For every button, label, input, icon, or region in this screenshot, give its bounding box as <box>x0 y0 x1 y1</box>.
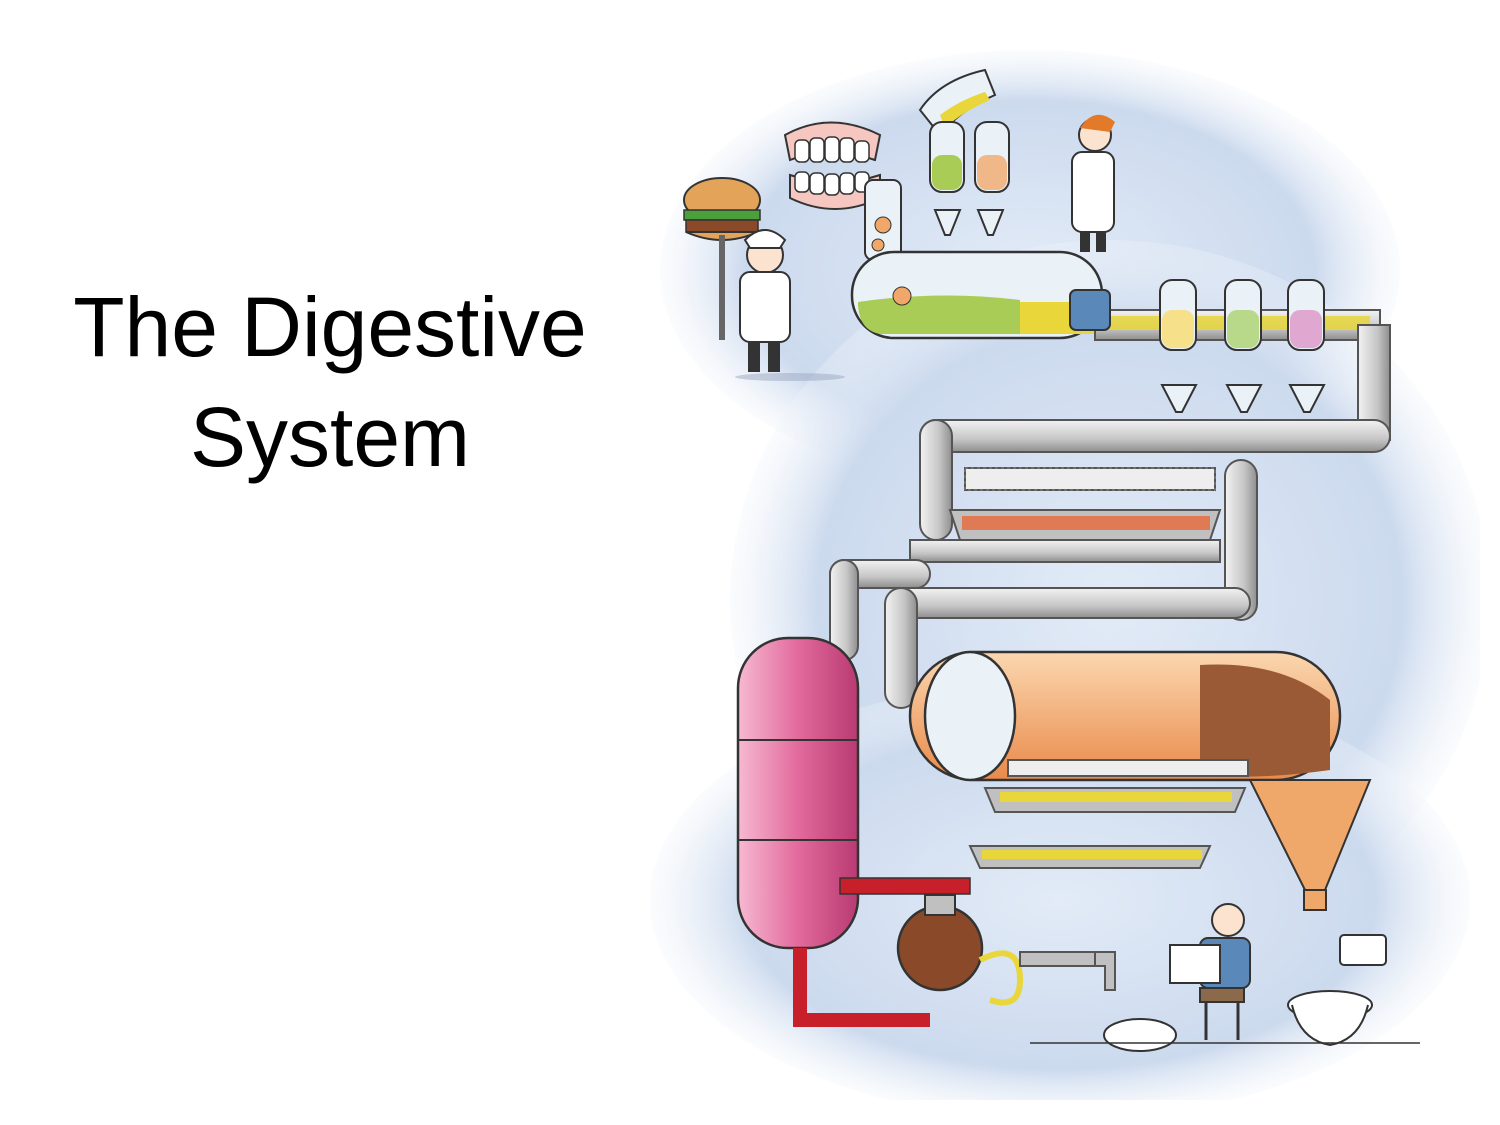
pink-tank <box>736 636 860 950</box>
title-line-2: System <box>189 390 471 484</box>
pipe-to-tank <box>829 559 931 661</box>
red-pipes <box>793 877 971 1027</box>
small-intestine-pipes <box>884 419 1391 709</box>
absorption-trays <box>968 759 1249 869</box>
enzyme-bottles <box>1159 279 1326 413</box>
gastric-flasks <box>929 121 1010 236</box>
toilet-icon <box>1030 934 1420 1047</box>
faucet-icon <box>1019 951 1116 991</box>
chef-figure-icon <box>719 229 845 381</box>
scientist-figure-icon <box>1071 114 1115 252</box>
funnel-icon <box>1248 779 1372 911</box>
stomach-tank <box>850 250 1104 340</box>
digestive-machine-illustration <box>640 40 1480 1100</box>
slide-title: The Digestive System <box>30 272 630 492</box>
man-reading-icon <box>1103 903 1251 1052</box>
burger-icon <box>683 177 761 241</box>
pump-icon <box>896 894 1024 1006</box>
large-intestine-tank <box>908 650 1342 782</box>
title-line-1: The Digestive <box>73 280 587 374</box>
esophagus-tube <box>864 179 902 261</box>
